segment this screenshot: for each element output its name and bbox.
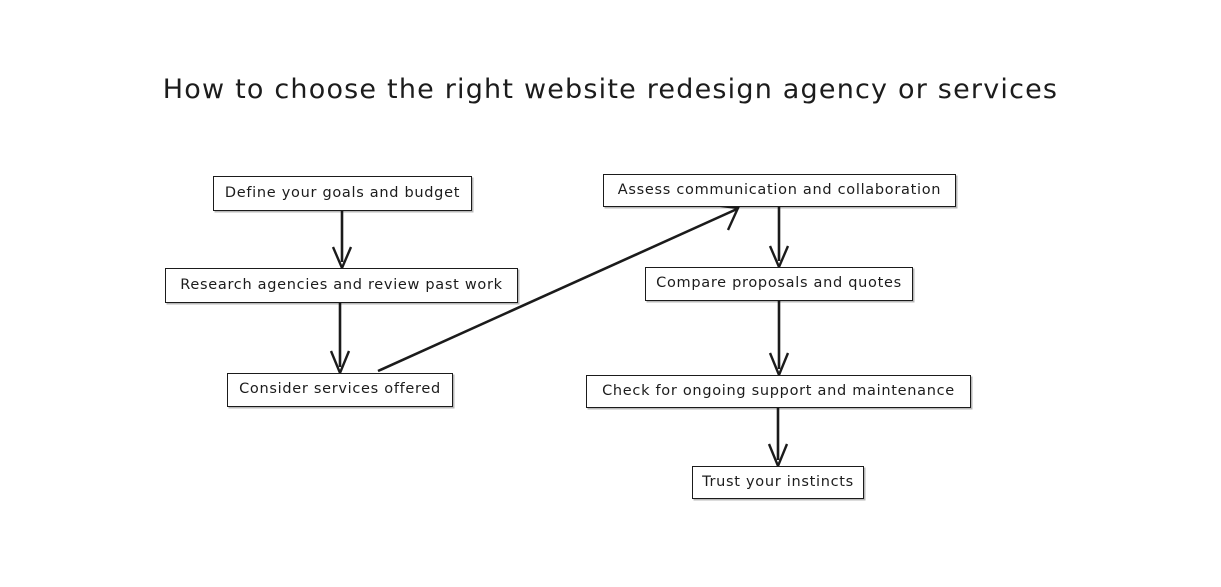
edge-check-to-trust (767, 408, 789, 470)
node-label: Assess communication and collaboration (617, 181, 942, 198)
node-label: Trust your instincts (702, 473, 854, 490)
node-assess-communication[interactable]: Assess communication and collaboration (603, 174, 956, 207)
node-label: Check for ongoing support and maintenanc… (602, 382, 955, 399)
node-label: Compare proposals and quotes (656, 275, 902, 292)
node-label: Research agencies and review past work (180, 276, 503, 293)
node-consider-services-offered[interactable]: Consider services offered (227, 373, 453, 407)
edge-assess-to-compare (768, 207, 790, 271)
node-define-goals-and-budget[interactable]: Define your goals and budget (213, 176, 472, 211)
edge-research-to-consider (329, 303, 351, 377)
diagram-title: How to choose the right website redesign… (162, 74, 1059, 105)
node-trust-your-instincts[interactable]: Trust your instincts (692, 466, 864, 499)
node-compare-proposals[interactable]: Compare proposals and quotes (645, 267, 913, 301)
node-label: Consider services offered (239, 381, 441, 398)
node-check-ongoing-support[interactable]: Check for ongoing support and maintenanc… (586, 375, 971, 408)
node-research-agencies[interactable]: Research agencies and review past work (165, 268, 518, 303)
edge-define-to-research (331, 211, 353, 272)
node-label: Define your goals and budget (224, 184, 461, 201)
edge-compare-to-check (768, 301, 790, 379)
